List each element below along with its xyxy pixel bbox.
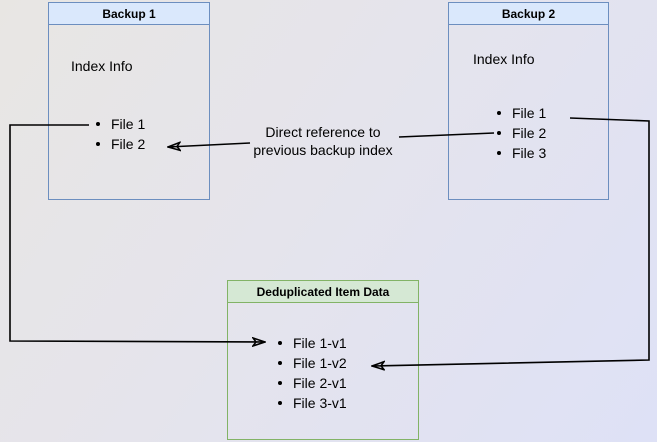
backup1-title: Backup 1 — [102, 6, 156, 21]
file-item: File 1 — [96, 114, 145, 134]
bullet-icon — [96, 142, 100, 146]
bullet-icon — [278, 341, 282, 345]
backup2-title: Backup 2 — [501, 6, 556, 21]
file-item: File 2 — [497, 123, 546, 143]
backup1-box: Backup 1 Index Info File 1 File 2 — [48, 2, 210, 200]
file-item: File 2-v1 — [278, 373, 347, 393]
dedup-title: Deduplicated Item Data — [256, 284, 390, 299]
direct-reference-label-line1: Direct reference to — [265, 124, 381, 140]
bullet-icon — [278, 361, 282, 365]
bullet-icon — [497, 151, 501, 155]
backup2-box: Backup 2 Index Info File 1 File 2 File 3 — [448, 2, 609, 200]
backup2-file-list: File 1 File 2 File 3 — [497, 103, 546, 163]
file-item-label: File 1 — [111, 116, 146, 132]
bullet-icon — [497, 111, 501, 115]
file-item-label: File 2-v1 — [293, 375, 347, 391]
bullet-icon — [497, 131, 501, 135]
dedup-box: Deduplicated Item Data File 1-v1 File 1-… — [227, 280, 419, 440]
file-item: File 1-v2 — [278, 353, 347, 373]
file-item-label: File 1 — [512, 105, 547, 121]
bullet-icon — [278, 401, 282, 405]
direct-reference-label-line2: previous backup index — [253, 142, 393, 158]
backup2-header: Backup 2 — [449, 3, 608, 25]
backup1-index-info-label: Index Info — [71, 58, 133, 74]
file-item: File 3 — [497, 143, 546, 163]
file-item: File 1 — [497, 103, 546, 123]
file-item: File 1-v1 — [278, 333, 347, 353]
file-item-label: File 2 — [512, 125, 547, 141]
file-item: File 3-v1 — [278, 393, 347, 413]
backup1-header: Backup 1 — [49, 3, 209, 25]
backup2-index-info-label: Index Info — [473, 51, 535, 67]
direct-reference-label: Direct reference to previous backup inde… — [238, 123, 408, 159]
file-item-label: File 1-v1 — [293, 335, 347, 351]
backup1-file-list: File 1 File 2 — [96, 114, 145, 154]
file-item-label: File 2 — [111, 136, 146, 152]
file-item-label: File 1-v2 — [293, 355, 347, 371]
file-item-label: File 3 — [512, 145, 547, 161]
bullet-icon — [96, 122, 100, 126]
dedup-file-list: File 1-v1 File 1-v2 File 2-v1 File 3-v1 — [278, 333, 347, 413]
dedup-header: Deduplicated Item Data — [228, 281, 418, 303]
file-item: File 2 — [96, 134, 145, 154]
bullet-icon — [278, 381, 282, 385]
file-item-label: File 3-v1 — [293, 395, 347, 411]
